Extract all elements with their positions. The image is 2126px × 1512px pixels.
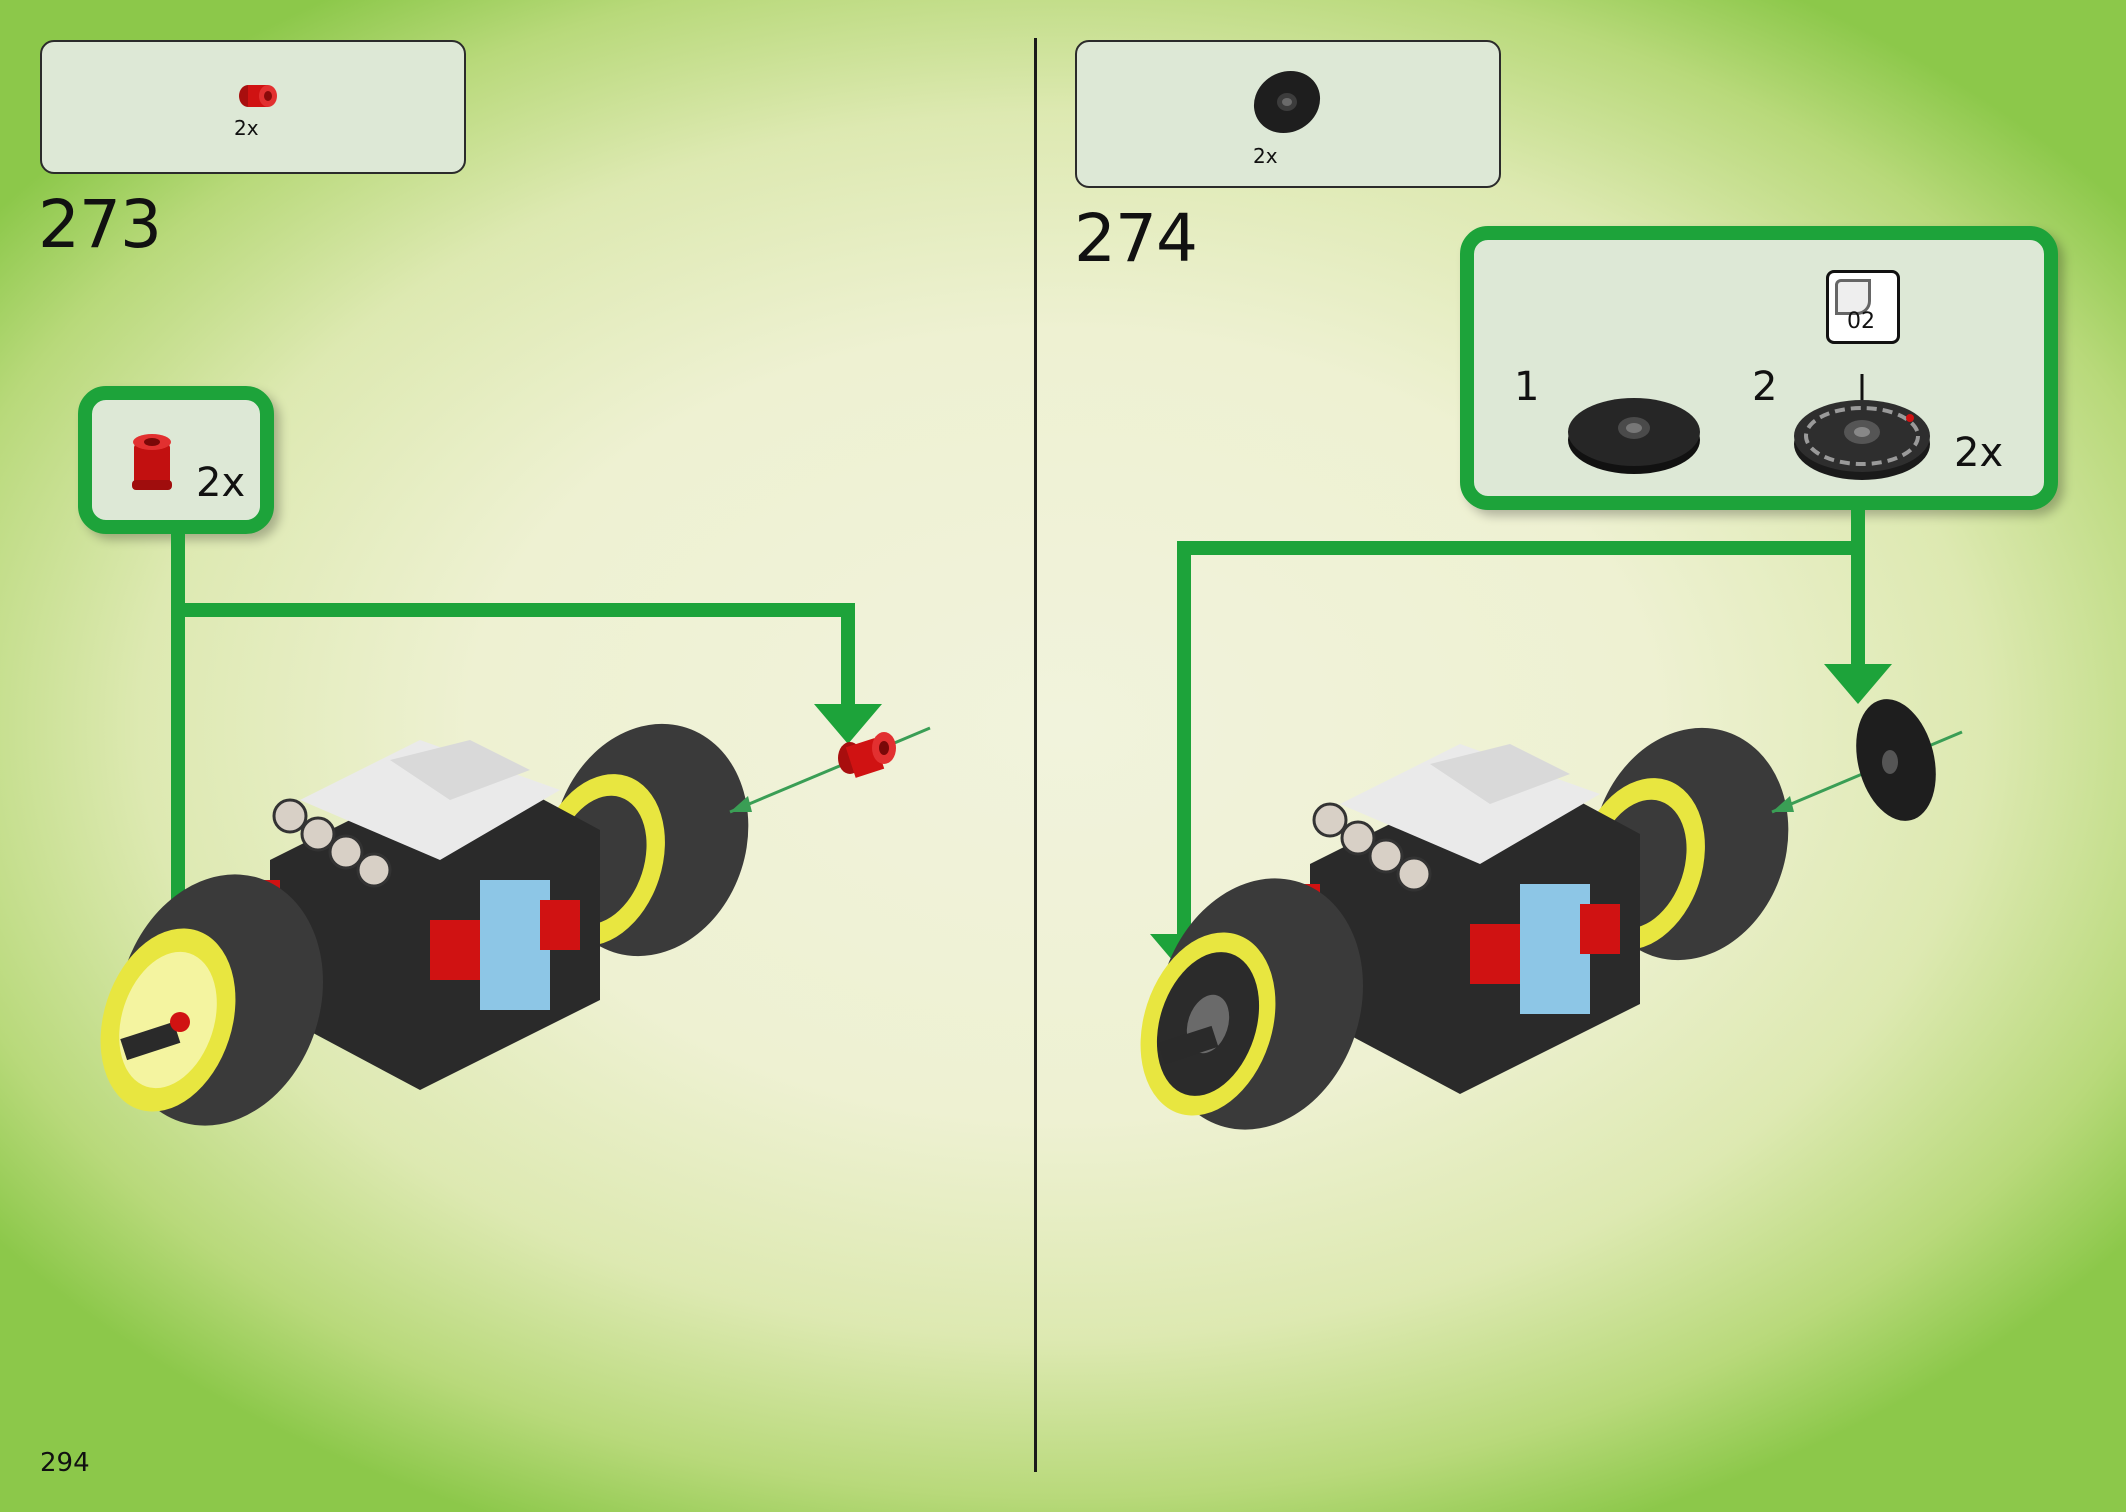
chassis-273 (100, 723, 749, 1126)
sticker-sheet-icon: 02 (1826, 270, 1900, 344)
black-hubcap-icon (1253, 70, 1321, 134)
callout-box-274: 1 2 02 2x (1460, 226, 2058, 510)
callout-count: 2x (1954, 430, 2004, 476)
callout-count: 2x (196, 460, 246, 506)
callout-box-273: 2x (78, 386, 274, 534)
printed-hubcap-icon (1794, 374, 1930, 480)
insertion-arrow-273 (730, 796, 752, 812)
chassis-274 (1140, 727, 1789, 1130)
part-count: 2x (234, 116, 259, 140)
substep-label: 2 (1752, 364, 1778, 410)
part-count: 2x (1253, 144, 1278, 168)
insertion-arrow-274 (1772, 796, 1794, 812)
step-number: 273 (38, 186, 162, 263)
black-hubcap-icon (1568, 398, 1700, 474)
parts-list-273: 2x (40, 40, 466, 174)
arrow-head-274-right (1824, 664, 1892, 704)
substep-label: 1 (1514, 364, 1540, 410)
insertion-line-273 (729, 726, 931, 814)
red-bush-icon (132, 434, 172, 490)
step-number: 274 (1074, 200, 1198, 277)
page-number: 294 (40, 1448, 90, 1478)
sticker-label: 02 (1847, 309, 1875, 334)
red-bush-icon (838, 732, 896, 778)
page-divider (1034, 38, 1037, 1472)
parts-list-274: 2x (1075, 40, 1501, 188)
red-bush-icon (239, 85, 277, 107)
arrow-274 (1177, 508, 1865, 940)
arrow-head-273-right (814, 704, 882, 744)
black-hubcap-icon (1856, 699, 1936, 821)
